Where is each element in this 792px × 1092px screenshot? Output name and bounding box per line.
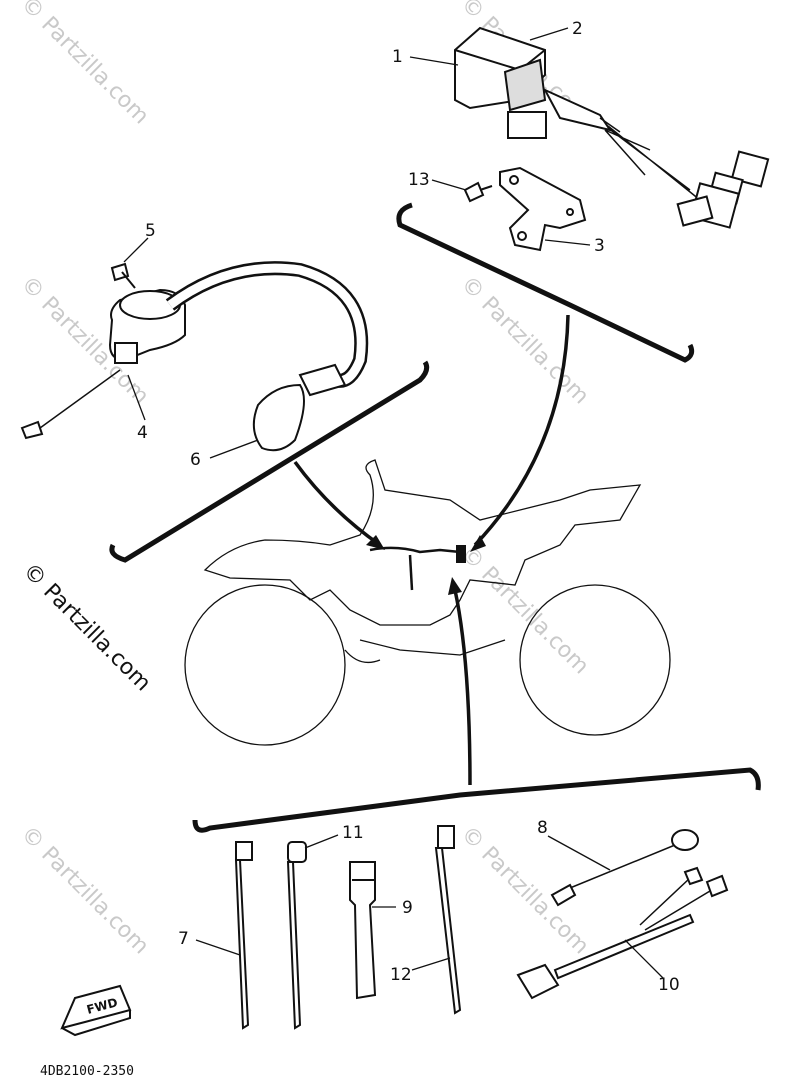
bolt-13: [463, 181, 493, 203]
callout-4: 4: [137, 423, 148, 443]
cdi-unit: [454, 26, 770, 229]
watermark-main: © Partzilla.com: [18, 559, 156, 697]
callout-6: 6: [190, 450, 201, 470]
wire-leads: [516, 829, 729, 1000]
cdi-marker: [456, 545, 466, 563]
ignition-coil: [20, 261, 369, 452]
arrowheads: [366, 535, 486, 595]
callout-5: 5: [145, 221, 156, 241]
watermark-4: © Partzilla.com: [456, 272, 594, 410]
callout-7: 7: [178, 929, 189, 949]
watermark-6: © Partzilla.com: [16, 822, 154, 960]
callout-1: 1: [392, 47, 403, 67]
leader-lines: [123, 27, 664, 979]
fwd-arrow: FWD: [60, 984, 132, 1037]
harness-on-bike: [369, 546, 461, 591]
callout-9: 9: [402, 898, 413, 918]
callouts: 1 2 3 4 5 6 7 8 9 10 11 12 13: [137, 19, 680, 995]
cable-ties: [234, 825, 462, 1030]
callout-11: 11: [342, 823, 364, 843]
motorcycle-outline: [184, 459, 671, 746]
callout-3: 3: [594, 236, 605, 256]
zone-lines: [109, 202, 761, 833]
callout-10: 10: [658, 975, 680, 995]
callout-2: 2: [572, 19, 583, 39]
callout-13: 13: [408, 170, 430, 190]
watermark-1: © Partzilla.com: [16, 0, 154, 129]
bracket: [499, 166, 587, 252]
callout-12: 12: [390, 965, 412, 985]
part-code: 4DB2100-2350: [40, 1064, 134, 1079]
callout-8: 8: [537, 818, 548, 838]
